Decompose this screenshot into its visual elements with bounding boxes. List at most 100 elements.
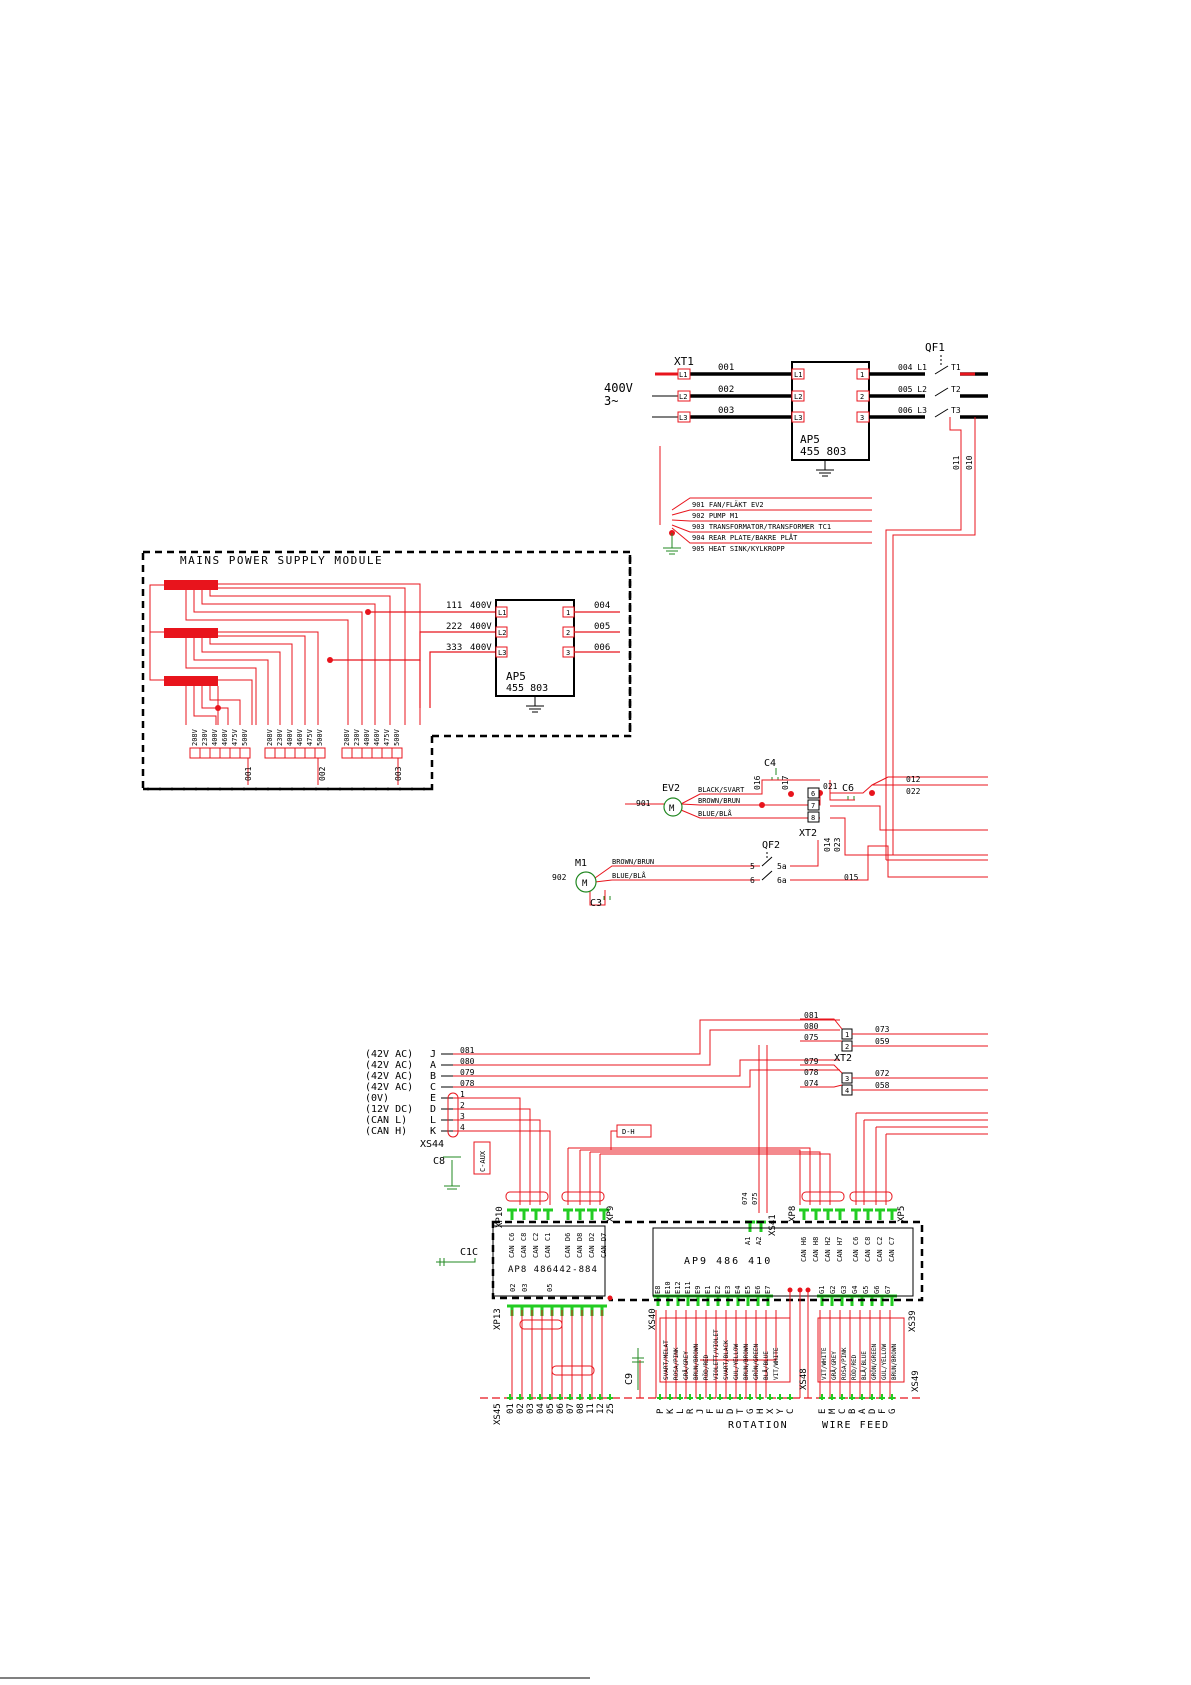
ap9-g-pin: G3	[840, 1286, 848, 1294]
ev2-motor-letter: M	[669, 804, 675, 814]
tap-label: 400V	[363, 728, 371, 746]
wire-001: 001	[718, 363, 734, 373]
green-pin	[851, 1208, 861, 1220]
xs48-pin: G	[746, 1409, 756, 1414]
xs48-pin: E	[716, 1409, 726, 1414]
ap8-can-label: CAN C1	[544, 1233, 552, 1258]
xs44-pin-label: L	[430, 1115, 436, 1126]
xt2-pin: 3	[845, 1075, 849, 1083]
xs48-color: GRÅ/GREY	[683, 1351, 690, 1380]
xs48-pin-mark	[757, 1394, 763, 1400]
xt2-in-line	[800, 1018, 843, 1030]
c-aux-label: C-AUX	[479, 1150, 487, 1172]
ap9-g-pin: G6	[873, 1286, 881, 1294]
transformer-bar-3	[164, 676, 218, 686]
xp10-label: XP10	[495, 1206, 505, 1228]
xs49-color: RÖD/RED	[851, 1354, 858, 1380]
qf1-t3: T3	[951, 406, 961, 415]
xs41-wire-075: 075	[751, 1192, 759, 1205]
xs48-bracket	[659, 1317, 791, 1383]
xt2-in-line	[800, 1084, 843, 1088]
ap9-can-label: CAN H8	[812, 1237, 820, 1262]
tap-label: 400V	[286, 728, 294, 746]
xs44-signal-label: (42V AC)	[365, 1071, 413, 1082]
ap9-can-label: CAN H6	[800, 1237, 808, 1262]
xs49-color: ROSA/PINK	[841, 1347, 848, 1380]
ap9-can-label: CAN C2	[876, 1237, 884, 1262]
xs44-pin-label: J	[430, 1049, 436, 1060]
green-pin	[835, 1208, 845, 1220]
mains-power-supply-module: MAINS POWER SUPPLY MODULE	[141, 550, 632, 792]
ap9-e-pin: E8	[654, 1286, 662, 1294]
xs48-color: GUL/YELLOW	[733, 1343, 740, 1380]
xs49-pin-mark	[859, 1394, 865, 1400]
ground-902: 902	[552, 873, 567, 882]
xs48-pin: Y	[776, 1408, 786, 1414]
xs48-label: XS48	[799, 1368, 809, 1390]
xs45-pin-mark	[597, 1394, 603, 1400]
qf1-out-005: 005 L2	[898, 385, 927, 394]
ev2-wire-blue: BLUE/BLÅ	[698, 809, 733, 818]
ap9-e-pin: E9	[694, 1286, 702, 1294]
top-ap5-out-2: 2	[860, 393, 864, 401]
xs49-pin-mark	[839, 1394, 845, 1400]
xs48-pin-mark	[677, 1394, 683, 1400]
ap9-e-pin: E4	[734, 1286, 742, 1294]
xs48-pin-mark	[717, 1394, 723, 1400]
xp8-label: XP8	[788, 1206, 798, 1222]
ap8-bottom-pin: 02	[509, 1284, 517, 1292]
green-pin	[811, 1208, 821, 1220]
xt2-term-7: 7	[811, 802, 815, 810]
xs48-color: GRÖN/GREEN	[753, 1343, 760, 1380]
xs45-pin: 07	[566, 1403, 576, 1414]
xs49-pin-mark	[829, 1394, 835, 1400]
mains-wire-222: 222	[446, 622, 462, 632]
qf2-label: QF2	[762, 840, 780, 851]
xs49-color: GRÖN/GREEN	[871, 1343, 878, 1380]
xs48-pin-mark	[727, 1394, 733, 1400]
mains-wire-333: 333	[446, 643, 462, 653]
xs49-bracket	[817, 1317, 905, 1383]
xs48-color: RÖD/RED	[703, 1354, 710, 1380]
xs41-pin-a2: A2	[755, 1237, 763, 1245]
ap9-g-pin: G5	[862, 1286, 870, 1294]
xs49-pin: B	[848, 1409, 858, 1414]
mains-volt-1: 400V	[470, 601, 492, 611]
rotation-label: ROTATION	[728, 1420, 788, 1431]
xs49-color: BLÅ/BLUE	[861, 1351, 868, 1380]
xt2-top-label: XT2	[834, 1053, 852, 1064]
wire-016: 016	[753, 775, 762, 790]
wire-022: 022	[906, 787, 921, 796]
xs49-color: GUL/YELLOW	[881, 1343, 888, 1380]
xs44-wire-label: 1	[460, 1090, 465, 1099]
xs39-label: XS39	[908, 1310, 918, 1332]
xt1-label: XT1	[674, 355, 694, 368]
green-pin	[507, 1208, 517, 1220]
wire-021: 021	[823, 782, 838, 791]
wire-011: 011	[952, 455, 961, 470]
xs48-color: BRUN/BROWN	[693, 1343, 700, 1380]
fan-pump-section: C4 C6 M EV2 901 BLACK/SVART BROWN/BRUN B…	[552, 758, 988, 909]
ground-list-item: 905 HEAT SINK/KYLKROPP	[692, 545, 785, 553]
xt2-pin: 2	[845, 1043, 849, 1051]
ap8-label: AP8 486442-884	[508, 1265, 598, 1275]
mains-out-005: 005	[594, 622, 610, 632]
xs45-pin: 25	[606, 1403, 616, 1414]
xs45-pin: 02	[516, 1403, 526, 1414]
wire-003: 003	[718, 406, 734, 416]
green-pin	[543, 1208, 553, 1220]
ap9-g-pin: G2	[829, 1286, 837, 1294]
xs48-pin: L	[676, 1409, 686, 1414]
xt2-out-wire: 073	[875, 1025, 890, 1034]
xt2-in-wire: 075	[804, 1033, 819, 1042]
ev2-wire-black: BLACK/SVART	[698, 786, 745, 794]
supply-voltage: 400V	[604, 381, 633, 395]
xt2-pin: 4	[845, 1087, 849, 1095]
xt2-out-wire: 058	[875, 1081, 890, 1090]
ap9-e-pin: E3	[724, 1286, 732, 1294]
xs44-wire	[453, 1130, 551, 1205]
tap-label: 475V	[383, 728, 391, 746]
